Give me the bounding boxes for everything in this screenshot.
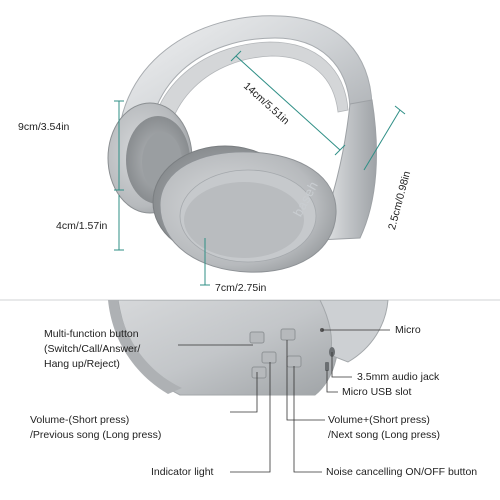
dim-earcup-depth: 4cm/1.57in <box>56 220 108 232</box>
headphone-illustration <box>107 15 377 273</box>
callout-volume-minus-line2: /Previous song (Long press) <box>30 429 162 442</box>
callout-audio-jack: 3.5mm audio jack <box>357 371 440 383</box>
dim-earcup-width: 7cm/2.75in <box>215 282 267 294</box>
callout-micro: Micro <box>395 324 421 336</box>
callout-multifunction: Multi-function button (Switch/Call/Answe… <box>44 327 140 373</box>
callout-lines <box>178 329 390 473</box>
callout-volume-plus-line1: Volume+(Short press) <box>328 414 430 426</box>
callout-volume-minus: Volume-(Short press) /Previous song (Lon… <box>30 413 161 443</box>
headband-pad <box>147 41 349 171</box>
callout-multifunction-line2: (Switch/Call/Answer/ <box>44 343 141 356</box>
callout-multifunction-line1: Multi-function button <box>44 328 139 340</box>
callout-noise-cancel: Noise cancelling ON/OFF button <box>326 466 478 478</box>
dimension-lines <box>114 50 406 286</box>
callout-indicator: Indicator light <box>151 466 214 478</box>
callout-volume-minus-line1: Volume-(Short press) <box>30 414 130 426</box>
dim-height: 9cm/3.54in <box>18 121 70 133</box>
callout-volume-plus: Volume+(Short press) /Next song (Long pr… <box>328 413 440 443</box>
earcup-closeup <box>108 300 389 396</box>
callout-volume-plus-line2: /Next song (Long press) <box>328 429 441 442</box>
callout-multifunction-line3: Hang up/Reject) <box>44 358 120 371</box>
callout-usb: Micro USB slot <box>342 386 412 398</box>
